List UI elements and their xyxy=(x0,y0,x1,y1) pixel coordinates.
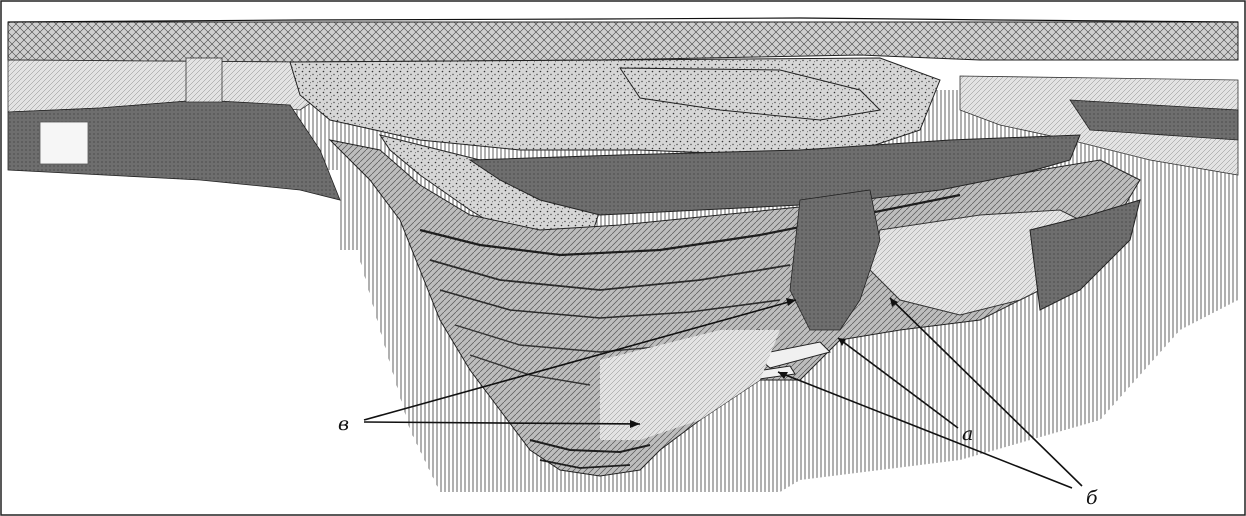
white-block xyxy=(40,122,88,164)
label-v: в xyxy=(338,413,349,435)
label-b: б xyxy=(1086,487,1098,509)
top-soil-layer xyxy=(8,22,1238,62)
pillar-block xyxy=(186,58,222,102)
label-a: а xyxy=(962,423,973,445)
blank-area xyxy=(8,255,420,492)
